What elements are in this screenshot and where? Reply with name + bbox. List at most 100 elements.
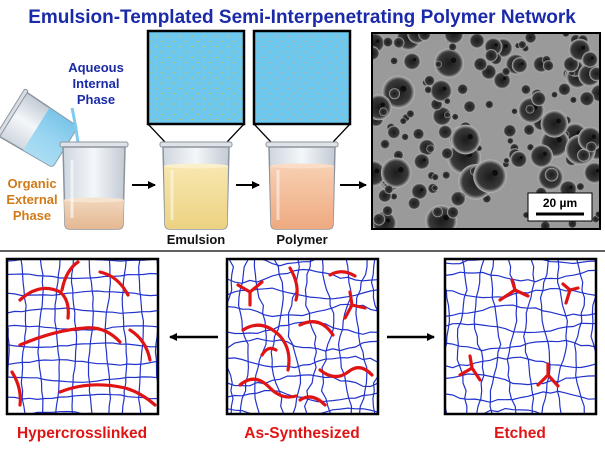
sem-pore <box>424 86 433 94</box>
sem-pore <box>418 33 431 41</box>
sem-pore <box>393 37 405 49</box>
network-strand <box>320 259 335 414</box>
sem-pore <box>473 159 507 193</box>
sem-window <box>494 43 498 47</box>
sem-pore <box>463 100 476 113</box>
network-strand <box>7 359 158 366</box>
polymer-label: Polymer <box>276 232 327 247</box>
sem-window <box>467 134 473 140</box>
linear-polymer-chain <box>60 260 80 292</box>
network-strand <box>227 337 378 352</box>
sem-pore <box>401 133 409 141</box>
network-strand <box>355 259 368 414</box>
linear-polymer-chain <box>458 354 482 382</box>
sem-pore <box>444 97 451 105</box>
sem-pore <box>380 139 390 150</box>
network-strand <box>523 259 535 414</box>
sem-window <box>581 45 586 50</box>
sem-pore <box>567 219 577 229</box>
sem-window <box>375 39 380 43</box>
sem-pore <box>525 104 535 114</box>
sem-pore <box>457 83 469 95</box>
sem-pore <box>510 150 528 168</box>
network-strand <box>573 259 586 414</box>
sem-pore <box>380 157 412 189</box>
sem-pore <box>389 88 400 100</box>
sem-pore <box>511 108 518 115</box>
network-strand <box>237 259 250 414</box>
linear-polymer-chain <box>498 278 530 302</box>
sem-pore <box>382 205 393 217</box>
network-strand <box>137 259 145 414</box>
sem-window <box>504 44 508 48</box>
sem-pore <box>387 125 401 139</box>
sem-window <box>503 76 507 81</box>
sem-pore <box>441 147 453 160</box>
as-synthesized-label: As-Synthesized <box>244 425 359 442</box>
sem-pore <box>531 91 547 107</box>
sem-pore <box>444 111 451 119</box>
aqueous-phase-label: Aqueous Internal Phase <box>68 60 124 107</box>
sem-pore <box>542 60 554 72</box>
linear-polymer-chain <box>241 323 291 372</box>
linear-polymer-chain <box>128 328 152 362</box>
network-strand <box>456 259 468 414</box>
sem-window <box>385 218 391 223</box>
network-strand <box>303 259 318 414</box>
sem-pore <box>390 193 398 200</box>
aqueous-label-line-1: Aqueous <box>68 60 124 75</box>
sem-pore <box>451 113 459 121</box>
figure-title: Emulsion-Templated Semi-Interpenetrating… <box>28 7 576 28</box>
network-strand <box>227 374 378 388</box>
sem-pore <box>583 162 600 184</box>
network-strand <box>445 373 596 386</box>
network-strand <box>7 376 158 383</box>
network-strand <box>227 355 378 369</box>
network-strand <box>7 342 158 349</box>
linear-polymer-chain <box>98 270 130 297</box>
emulsion-beaker-icon <box>159 141 233 230</box>
sem-pore <box>507 137 514 145</box>
sem-window <box>398 166 404 173</box>
sem-pore <box>529 144 554 168</box>
sem-pore <box>524 33 537 44</box>
network-strand <box>445 286 451 414</box>
organic-label-line-3: Phase <box>13 208 51 223</box>
sem-pore <box>424 75 435 86</box>
network-strand <box>7 259 158 262</box>
linear-polymer-chain <box>328 270 357 278</box>
hypercrosslinked-label: Hypercrosslinked <box>17 425 147 442</box>
linear-polymer-chain <box>298 320 335 337</box>
network-strand <box>489 259 502 414</box>
hypercrosslinked-network <box>5 257 160 416</box>
sem-pore <box>544 167 559 182</box>
emulsion-inset <box>146 29 246 126</box>
sem-pore <box>540 220 551 229</box>
organic-phase-label: Organic External Phase <box>6 176 57 223</box>
network-strand <box>370 259 378 414</box>
linear-polymer-chain <box>10 370 22 407</box>
sem-pore <box>431 184 439 192</box>
sem-pore <box>518 40 527 49</box>
sem-pore <box>484 49 498 62</box>
linear-polymer-chain <box>18 326 122 347</box>
network-strand <box>7 290 158 297</box>
network-strand <box>445 322 596 334</box>
sem-window <box>569 185 573 189</box>
sem-pore <box>581 51 599 68</box>
network-strand <box>104 259 112 414</box>
network-strand <box>54 259 61 414</box>
organic-label-line-2: External <box>6 192 57 207</box>
sem-window <box>595 168 600 173</box>
sem-pore <box>431 173 439 181</box>
sem-pore <box>511 57 528 74</box>
sem-pore <box>434 48 464 79</box>
polymer-beaker-icon <box>265 141 339 230</box>
sem-window <box>556 118 561 124</box>
sem-window <box>422 158 426 162</box>
sem-window <box>542 151 548 156</box>
sem-window <box>492 169 498 176</box>
etched-network <box>443 257 598 416</box>
sem-pore <box>372 213 386 226</box>
